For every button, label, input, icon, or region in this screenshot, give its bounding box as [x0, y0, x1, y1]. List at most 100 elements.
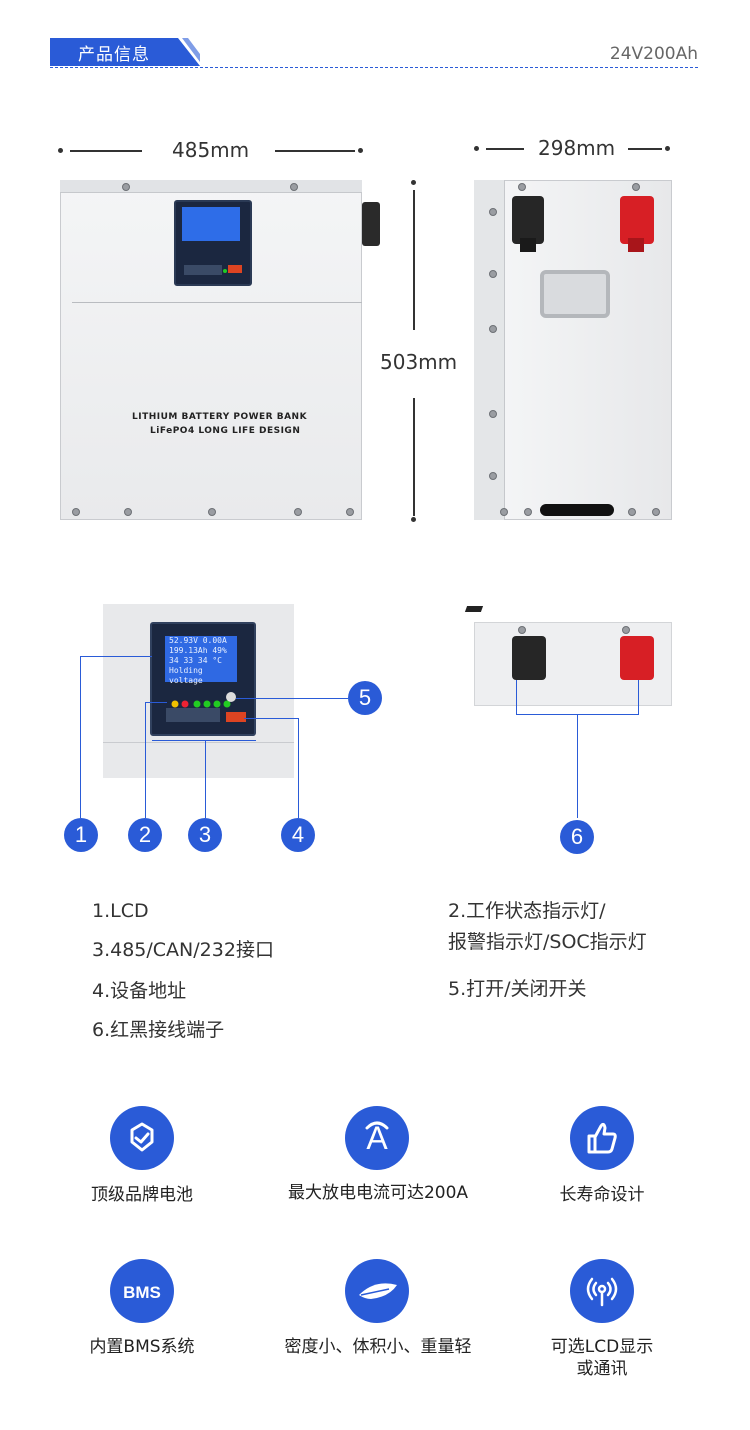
screw: [72, 508, 80, 516]
screw: [346, 508, 354, 516]
dim-line: [413, 398, 415, 516]
positive-terminal: [620, 196, 654, 244]
screw: [622, 626, 630, 634]
screw: [518, 626, 526, 634]
lcd-closeup: 52.93V 0.00A 199.13Ah 49% 34 33 34 °C Ho…: [165, 636, 237, 685]
callout-number-1: 1: [64, 818, 98, 852]
ampere-icon: A: [345, 1106, 409, 1170]
indicator-leds-closeup: [170, 694, 242, 708]
screw: [524, 508, 532, 516]
feature-label-lifespan: 长寿命设计: [559, 1185, 645, 1205]
feature-label-lcd-cont: 或通讯: [576, 1359, 628, 1379]
callout-line: [152, 740, 256, 741]
callout-line: [80, 656, 152, 657]
negative-terminal-base: [520, 238, 536, 252]
screw: [500, 508, 508, 516]
feature-label-bms: 内置BMS系统: [89, 1337, 195, 1357]
lcd-line: Holding voltage: [169, 666, 203, 685]
carry-handle: [540, 270, 610, 318]
screw: [290, 183, 298, 191]
desc-switch: 5.打开/关闭开关: [448, 978, 587, 1000]
callout-line: [145, 702, 167, 703]
svg-text:BMS: BMS: [123, 1283, 161, 1302]
callout-number-5: 5: [348, 681, 382, 715]
dim-dot: [411, 180, 416, 185]
lcd-line: 34 33 34 °C: [169, 656, 222, 665]
lcd-line: 199.13Ah 49%: [169, 646, 227, 655]
screw: [489, 410, 497, 418]
comm-ports-closeup: [166, 708, 220, 722]
desc-address: 4.设备地址: [92, 980, 187, 1002]
screw: [518, 183, 526, 191]
dim-line: [486, 148, 524, 150]
feature-label-lcd: 可选LCD显示: [550, 1337, 654, 1357]
callout-line: [577, 714, 578, 818]
desc-ports: 3.485/CAN/232接口: [92, 939, 274, 961]
callout-line: [205, 740, 206, 818]
dim-dot: [411, 517, 416, 522]
callout-line: [638, 680, 639, 714]
dim-dot: [665, 146, 670, 151]
dip-switch-closeup: [226, 712, 246, 722]
dim-line: [628, 148, 662, 150]
callout-line: [516, 680, 517, 714]
lcd-line: 52.93V 0.00A: [169, 636, 227, 645]
shield-check-icon: [110, 1106, 174, 1170]
screw: [489, 270, 497, 278]
callout-line: [145, 702, 146, 818]
lcd-screen: [182, 207, 240, 241]
power-connector: [362, 202, 380, 246]
screw: [489, 208, 497, 216]
positive-terminal-base: [628, 238, 644, 252]
screw: [632, 183, 640, 191]
negative-terminal-closeup: [512, 636, 546, 680]
logo-mark: [464, 606, 484, 612]
thumbs-up-icon: [570, 1106, 634, 1170]
screw: [124, 508, 132, 516]
callout-line: [236, 698, 348, 699]
brand-line-2: LiFePO4 LONG LIFE DESIGN: [150, 426, 301, 436]
screw: [208, 508, 216, 516]
feature-label-current: 最大放电电流可达200A: [287, 1183, 469, 1203]
screw: [628, 508, 636, 516]
callout-number-2: 2: [128, 818, 162, 852]
desc-lcd: 1.LCD: [92, 900, 149, 922]
side-rail: [474, 180, 505, 520]
depth-dimension: 298mm: [538, 136, 616, 160]
screw: [122, 183, 130, 191]
vent-slot: [540, 504, 614, 516]
indicator-leds: [186, 258, 238, 273]
comm-ports: [184, 265, 222, 275]
callout-line: [298, 718, 299, 818]
dim-dot: [58, 148, 63, 153]
panel-groove: [103, 742, 294, 743]
callout-line: [244, 718, 298, 719]
feature-label-battery: 顶级品牌电池: [91, 1185, 193, 1205]
bms-icon: BMS: [110, 1259, 174, 1323]
dim-line: [70, 150, 142, 152]
section-title: 产品信息: [78, 45, 150, 65]
battery-top-lid: [60, 180, 362, 193]
desc-terminals: 6.红黑接线端子: [92, 1019, 225, 1041]
feather-icon: [345, 1259, 409, 1323]
callout-line: [80, 656, 81, 818]
svg-text:A: A: [366, 1120, 388, 1156]
section-tab: [50, 38, 200, 66]
screw: [294, 508, 302, 516]
positive-terminal-closeup: [620, 636, 654, 680]
dip-switch: [228, 265, 242, 273]
height-dimension: 503mm: [380, 350, 458, 374]
screw: [652, 508, 660, 516]
dim-line: [275, 150, 355, 152]
callout-number-3: 3: [188, 818, 222, 852]
power-switch: [226, 692, 236, 702]
dim-dot: [358, 148, 363, 153]
width-dimension: 485mm: [172, 138, 250, 162]
screw: [489, 472, 497, 480]
product-model: 24V200Ah: [609, 44, 698, 64]
brand-line-1: LITHIUM BATTERY POWER BANK: [132, 412, 308, 422]
panel-groove: [72, 302, 362, 303]
screw: [489, 325, 497, 333]
negative-terminal: [512, 196, 544, 244]
feature-label-weight: 密度小、体积小、重量轻: [284, 1337, 472, 1357]
